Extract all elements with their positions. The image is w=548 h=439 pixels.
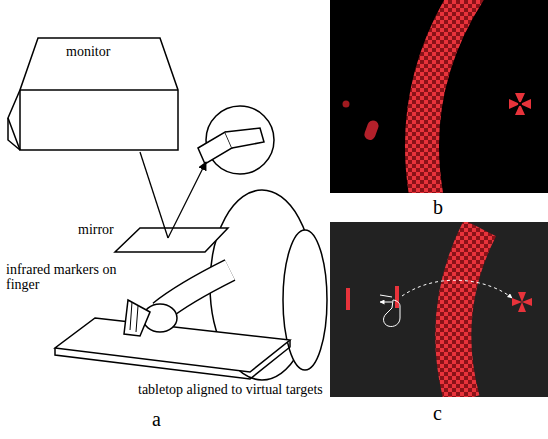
panel-letter: a xyxy=(152,408,161,430)
far-arm xyxy=(283,230,327,370)
screen-view-b xyxy=(330,0,548,205)
part-label: monitor xyxy=(66,44,110,59)
monitor-shape xyxy=(20,38,178,150)
part-label: tabletop aligned to virtual targets xyxy=(138,382,323,397)
part-label: infrared markers on finger xyxy=(6,262,118,293)
goggles xyxy=(198,132,232,164)
screen-view-c xyxy=(330,222,548,400)
panel-letter: b xyxy=(433,196,443,218)
part-label: mirror xyxy=(78,222,114,237)
finger-markers xyxy=(124,300,150,336)
light-path xyxy=(140,152,206,238)
panel-letter: c xyxy=(433,402,442,424)
apparatus xyxy=(8,38,327,380)
